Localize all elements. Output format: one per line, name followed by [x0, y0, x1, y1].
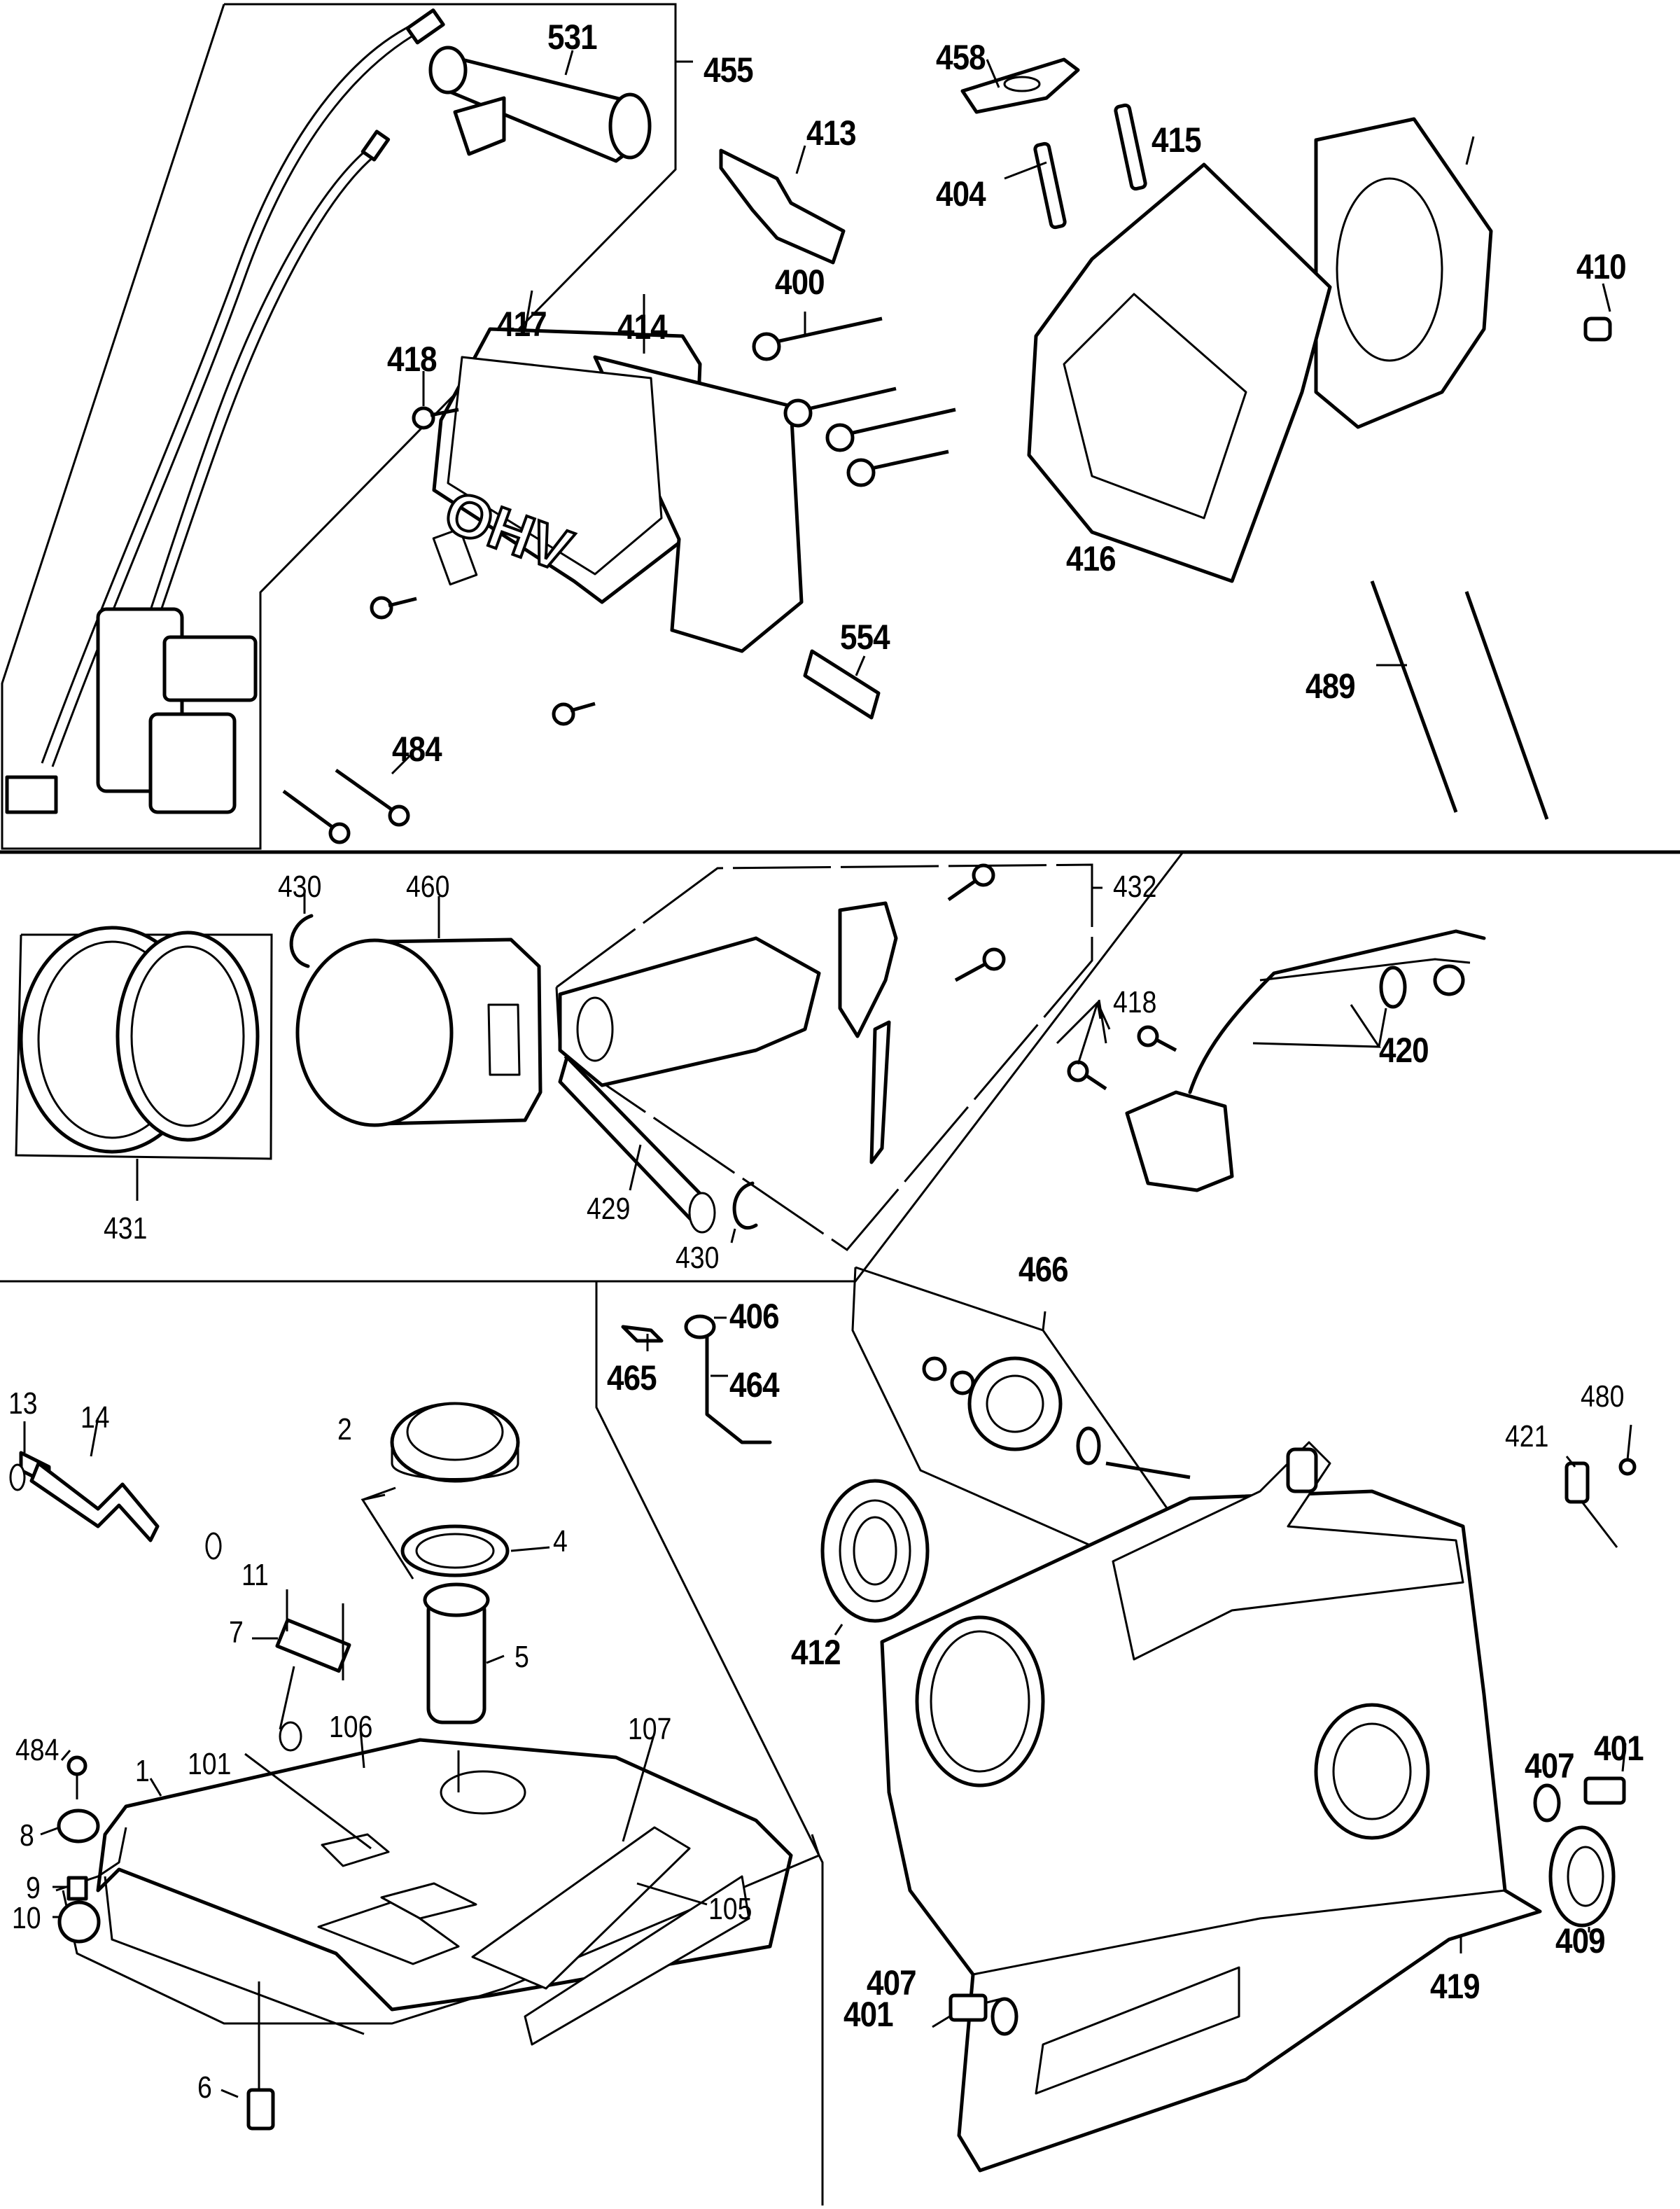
connecting-rod: [555, 863, 1102, 1252]
part-label-11: 11: [241, 1558, 269, 1592]
piston-rings: [15, 926, 273, 1201]
part-label-8: 8: [20, 1818, 34, 1853]
part-label-429: 429: [587, 1192, 631, 1226]
oil-sensor: [1056, 929, 1486, 1192]
part-label-13: 13: [8, 1386, 38, 1421]
part-label-420: 420: [1379, 1031, 1429, 1070]
part-label-106: 106: [329, 1710, 373, 1744]
part-label-419: 419: [1430, 1967, 1480, 2006]
part-label-430-top: 430: [278, 870, 322, 904]
part-label-9: 9: [26, 1871, 41, 1905]
part-label-101: 101: [188, 1747, 232, 1781]
head-bolts: [752, 312, 956, 487]
piston: [289, 893, 758, 1243]
part-label-431: 431: [104, 1211, 148, 1246]
part-label-406: 406: [729, 1297, 780, 1336]
part-label-401-right: 401: [1594, 1729, 1644, 1768]
cylinder-head: [1027, 117, 1612, 583]
part-label-432: 432: [1113, 870, 1157, 904]
part-label-458: 458: [936, 38, 986, 77]
cover-bolts: [282, 371, 881, 844]
spark-plug-and-studs: [719, 57, 1147, 265]
part-label-484-top: 484: [392, 730, 442, 769]
part-label-421: 421: [1505, 1419, 1549, 1454]
section-dividers: [0, 3, 1680, 2205]
part-label-464: 464: [729, 1365, 780, 1405]
part-label-6: 6: [197, 2070, 212, 2105]
part-label-484-bottom: 484: [15, 1733, 59, 1767]
part-label-1: 1: [135, 1754, 150, 1788]
part-label-407-right: 407: [1525, 1746, 1575, 1785]
fuel-tank-parts: [9, 1402, 820, 2131]
crankcase-parts: [621, 1266, 1637, 2173]
part-label-401-bottom: 401: [844, 1995, 894, 2034]
part-label-416: 416: [1066, 539, 1116, 578]
part-label-409: 409: [1555, 1921, 1606, 1960]
part-label-465: 465: [607, 1358, 657, 1398]
part-label-413: 413: [806, 113, 857, 153]
part-label-400: 400: [775, 263, 825, 302]
part-label-417: 417: [497, 305, 547, 344]
valve-cover: OHV: [432, 290, 804, 653]
part-label-480: 480: [1581, 1379, 1625, 1414]
part-label-105: 105: [708, 1892, 752, 1926]
part-label-460: 460: [406, 870, 450, 904]
part-label-414: 414: [617, 307, 668, 347]
part-label-412: 412: [791, 1633, 841, 1672]
part-label-2: 2: [337, 1412, 352, 1447]
part-label-430-bottom: 430: [676, 1241, 720, 1275]
part-label-107: 107: [628, 1712, 672, 1746]
ignition-coil-assembly: [5, 8, 693, 814]
part-label-7: 7: [229, 1615, 244, 1650]
part-label-418-top: 418: [387, 340, 438, 379]
part-label-554: 554: [840, 618, 890, 657]
part-label-10: 10: [12, 1901, 41, 1935]
part-label-531: 531: [547, 18, 598, 57]
part-label-489: 489: [1306, 667, 1356, 706]
part-label-455: 455: [704, 50, 754, 90]
part-label-415: 415: [1152, 120, 1202, 160]
part-label-14: 14: [80, 1400, 110, 1435]
part-label-5: 5: [514, 1640, 529, 1674]
part-label-407-bottom: 407: [867, 1963, 917, 2002]
head-studs: [1370, 580, 1549, 820]
part-label-404: 404: [936, 174, 986, 214]
part-label-4: 4: [553, 1524, 568, 1559]
part-label-410: 410: [1576, 247, 1627, 286]
part-label-466: 466: [1018, 1250, 1069, 1289]
part-label-418-mid: 418: [1113, 985, 1157, 1019]
